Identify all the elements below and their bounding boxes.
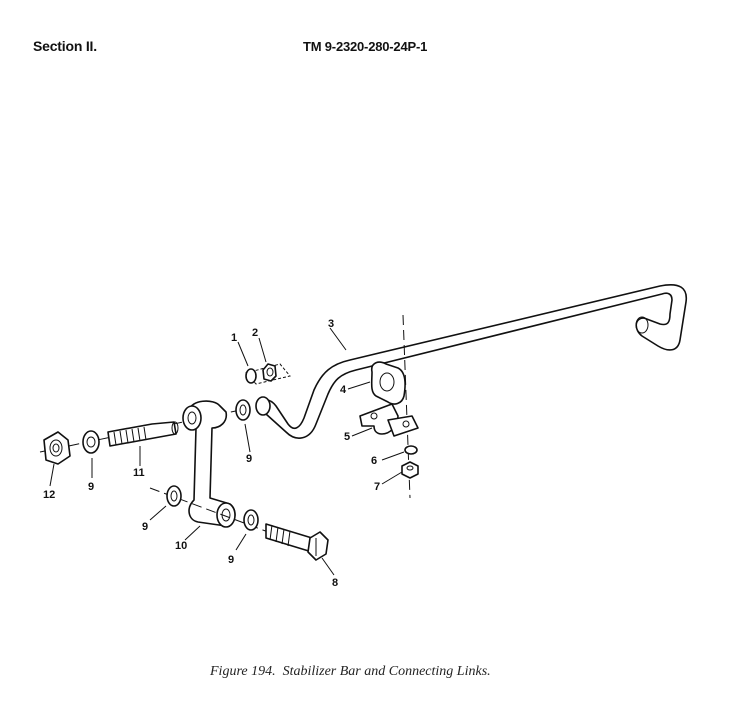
callout-12: 12 [43,489,55,501]
figure-caption: Figure 194. Stabilizer Bar and Connectin… [210,664,491,679]
stabilizer-bar-eye [255,396,271,416]
bushing [370,361,406,405]
washer-6 [404,445,418,455]
washer-9-left [82,430,100,454]
bracket [359,403,419,437]
washer-1 [245,368,257,384]
callout-3: 3 [328,318,334,330]
section-heading: Section II. [33,38,97,54]
callout-9-lower-right: 9 [228,554,234,566]
callout-9-upper: 9 [246,453,252,465]
callout-7: 7 [374,481,380,493]
connecting-link [182,400,236,528]
washer-9-lower-left [166,485,182,507]
nut-12 [43,431,71,465]
callout-11: 11 [133,467,145,479]
callout-8: 8 [332,577,338,589]
nut-7 [401,461,419,479]
stabilizer-bar [255,284,688,439]
callout-5: 5 [344,431,350,443]
callout-9-left: 9 [88,481,94,493]
callout-2: 2 [252,327,258,339]
washer-9-lower-right [243,509,259,531]
bolt [265,523,329,561]
washer-9-upper [235,399,251,421]
callout-4: 4 [340,384,347,396]
callout-1: 1 [231,332,237,344]
leader-lines [49,327,405,576]
callout-10: 10 [175,540,187,552]
callout-9-lower-left: 9 [142,521,148,533]
threaded-stud [107,421,179,447]
nut-2 [262,363,277,382]
tm-number: TM 9-2320-280-24P-1 [303,39,428,54]
callout-6: 6 [371,455,377,467]
